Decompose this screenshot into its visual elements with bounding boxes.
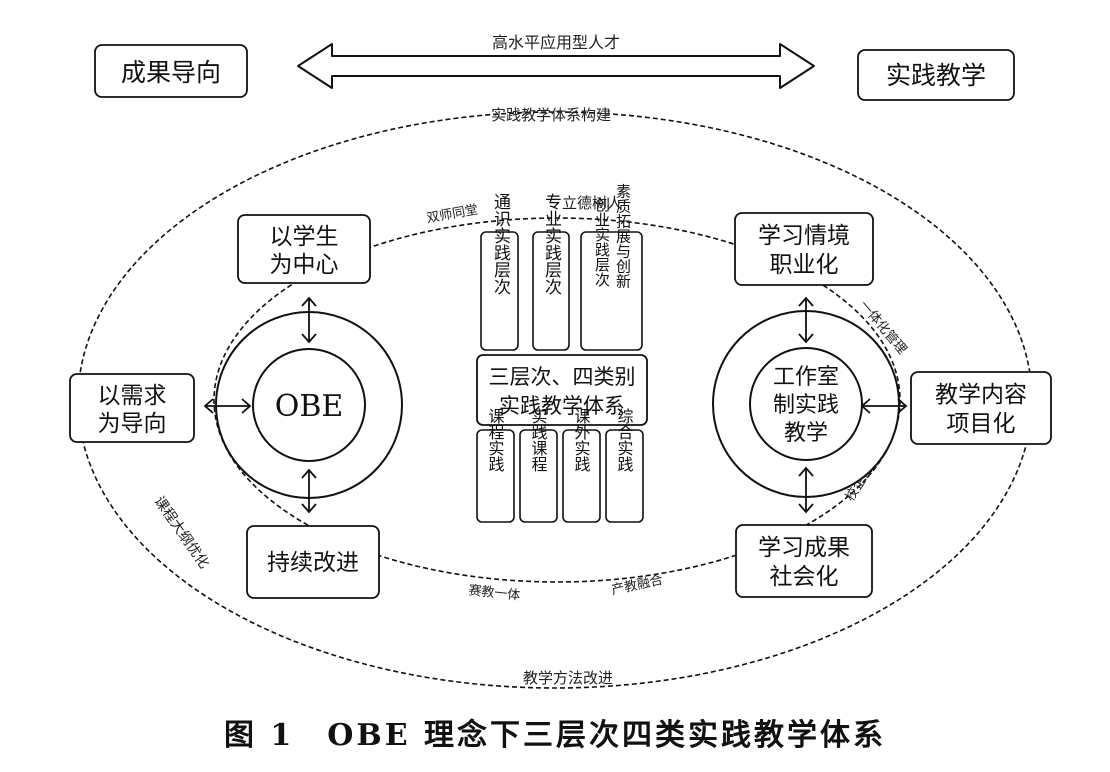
level-box-professional	[532, 231, 570, 351]
level-innovation-line-2: 创业实践层次	[593, 197, 611, 287]
studio-line-3: 教学	[784, 421, 828, 446]
obe-inner-ring	[252, 348, 366, 462]
inner-top-label: 立德树人	[562, 194, 622, 212]
demand-oriented-line-2: 为导向	[98, 411, 167, 437]
right-vertical-top-arrow-icon	[798, 296, 814, 344]
inner-bottom-left-label: 赛教一体	[468, 582, 521, 603]
studio-line-2: 制实践	[773, 393, 839, 418]
left-vertical-top-arrow-icon	[301, 296, 317, 344]
teaching-content-box	[910, 371, 1052, 445]
outer-top-label: 实践教学体系构建	[491, 106, 611, 124]
right-vertical-bottom-arrow-icon	[798, 466, 814, 514]
system-title-line-1: 三层次、四类别	[489, 365, 636, 389]
student-centered-line-2: 为中心	[270, 252, 339, 278]
right-horizontal-arrow-icon	[860, 398, 908, 414]
continuous-improvement-box	[246, 525, 380, 599]
right-studio-cluster: 工作室 制实践 教学 学习情境 职业化 教学内容 项目化 学习成果 社会化	[712, 212, 1052, 598]
category-box-course-practice	[476, 429, 515, 523]
system-title-line-2: 实践教学体系	[499, 394, 625, 418]
learning-outcome-box	[735, 524, 873, 598]
student-centered-box	[237, 214, 371, 284]
category-practice-course-label: 实践课程	[529, 408, 548, 472]
category-extracurricular-label: 课外实践	[572, 408, 591, 472]
learning-context-line-1: 学习情境	[758, 223, 850, 249]
category-box-practice-course	[519, 429, 558, 523]
left-obe-cluster: OBE 以学生 为中心 以需求 为导向 持续改进	[69, 214, 403, 599]
outcome-oriented-box	[94, 44, 248, 98]
level-general-label: 通识实践层次	[490, 193, 511, 295]
system-title-box	[476, 354, 648, 426]
student-centered-line-1: 以学生	[270, 224, 339, 250]
level-box-general	[480, 231, 519, 351]
outcome-oriented-label: 成果导向	[121, 58, 221, 87]
level-professional-label: 专业实践层次	[541, 193, 562, 295]
category-box-extracurricular	[562, 429, 601, 523]
teaching-content-line-1: 教学内容	[935, 382, 1027, 408]
learning-context-line-2: 职业化	[770, 252, 839, 278]
left-horizontal-arrow-icon	[203, 398, 252, 414]
demand-oriented-line-1: 以需求	[98, 383, 167, 409]
double-arrow-icon	[297, 43, 815, 89]
category-box-comprehensive	[605, 429, 644, 523]
demand-oriented-box	[69, 373, 195, 443]
studio-inner-ring	[749, 347, 863, 461]
obe-label: OBE	[275, 389, 344, 424]
inner-top-left-label: 双师同堂	[425, 203, 479, 227]
inner-bottom-right-label: 产教融合	[610, 572, 664, 598]
learning-outcome-line-2: 社会化	[770, 564, 839, 590]
category-course-practice-label: 课程实践	[486, 408, 505, 472]
practice-teaching-box	[857, 49, 1015, 101]
studio-line-1: 工作室	[773, 365, 839, 390]
continuous-improvement-label: 持续改进	[267, 550, 359, 576]
level-box-innovation	[580, 231, 643, 351]
category-comprehensive-label: 综合实践	[615, 408, 634, 472]
learning-context-box	[734, 212, 874, 286]
figure-caption: 图 1 OBE 理念下三层次四类实践教学体系	[223, 718, 887, 753]
central-system: 通识实践层次 专业实践层次 素质拓展与创新 创业实践层次 三层次、四类别 实践教…	[476, 184, 648, 523]
outer-left-label: 课程大纲优化	[151, 494, 212, 572]
practice-teaching-label: 实践教学	[886, 61, 986, 90]
left-vertical-bottom-arrow-icon	[301, 468, 317, 514]
level-innovation-line-1: 素质拓展与创新	[614, 184, 632, 290]
outer-bottom-label: 教学方法改进	[523, 669, 613, 687]
high-level-talent-label: 高水平应用型人才	[492, 33, 620, 52]
teaching-content-line-2: 项目化	[947, 411, 1016, 437]
learning-outcome-line-1: 学习成果	[758, 535, 850, 561]
top-row: 成果导向 实践教学 高水平应用型人才	[94, 33, 1015, 101]
